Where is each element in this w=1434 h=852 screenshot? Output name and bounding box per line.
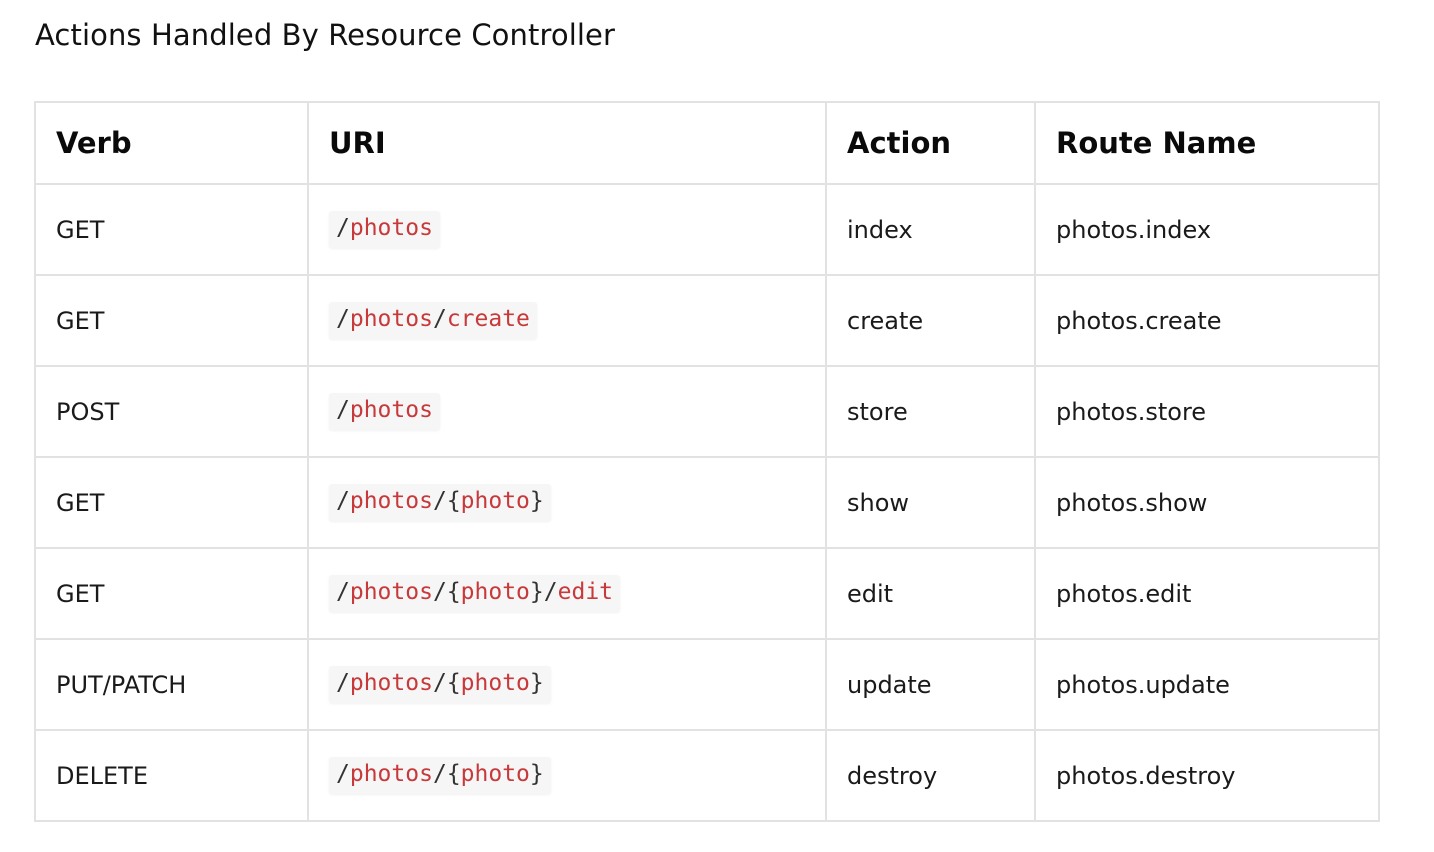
cell-action: edit [825,547,1036,640]
uri-separator: { [446,488,461,515]
cell-verb: GET [34,274,309,367]
table-row: GET /photos/create create photos.create [34,274,1380,367]
table-row: POST /photos store photos.store [34,365,1380,458]
uri-segment: edit [557,579,614,606]
uri-separator: { [446,579,461,606]
header-action: Action [825,101,1036,185]
cell-verb: GET [34,547,309,640]
uri-separator: / [432,670,447,697]
uri-separator: } [529,579,544,606]
uri-separator: / [336,579,350,606]
cell-uri: /photos/{photo} [307,456,827,549]
cell-action: destroy [825,729,1036,822]
cell-route-name: photos.destroy [1034,729,1380,822]
cell-action: show [825,456,1036,549]
cell-verb: GET [34,183,309,276]
cell-route-name: photos.index [1034,183,1380,276]
uri-separator: } [529,670,544,697]
header-route-name: Route Name [1034,101,1380,185]
cell-action: update [825,638,1036,731]
uri-segment: photo [460,670,530,697]
uri-code: /photos/create [329,302,537,339]
uri-segment: photos [349,761,433,788]
uri-separator: } [529,488,544,515]
table-row: DELETE /photos/{photo} destroy photos.de… [34,729,1380,822]
uri-segment: photos [349,397,433,424]
uri-code: /photos/{photo} [329,666,551,703]
uri-segment: photo [460,579,530,606]
table-row: PUT/PATCH /photos/{photo} update photos.… [34,638,1380,731]
uri-separator: / [432,488,447,515]
uri-separator: { [446,761,461,788]
header-verb: Verb [34,101,309,185]
uri-segment: create [446,306,530,333]
uri-code: /photos [329,211,440,248]
table-row: GET /photos/{photo} show photos.show [34,456,1380,549]
cell-route-name: photos.create [1034,274,1380,367]
header-uri: URI [307,101,827,185]
cell-route-name: photos.edit [1034,547,1380,640]
uri-code: /photos/{photo} [329,757,551,794]
cell-verb: POST [34,365,309,458]
cell-uri: /photos/{photo}/edit [307,547,827,640]
uri-separator: { [446,670,461,697]
cell-action: store [825,365,1036,458]
cell-verb: GET [34,456,309,549]
uri-separator: / [432,579,447,606]
uri-segment: photo [460,761,530,788]
table-row: GET /photos/{photo}/edit edit photos.edi… [34,547,1380,640]
table-row: GET /photos index photos.index [34,183,1380,276]
uri-separator: / [336,306,350,333]
uri-segment: photos [349,488,433,515]
uri-separator: / [336,215,350,242]
uri-segment: photos [349,215,433,242]
resource-actions-table: Verb URI Action Route Name GET /photos i… [34,101,1380,822]
cell-uri: /photos/create [307,274,827,367]
cell-route-name: photos.store [1034,365,1380,458]
uri-separator: } [529,761,544,788]
uri-code: /photos/{photo}/edit [329,575,621,612]
cell-route-name: photos.show [1034,456,1380,549]
uri-separator: / [336,397,350,424]
uri-separator: / [336,761,350,788]
table-header-row: Verb URI Action Route Name [34,101,1380,185]
cell-uri: /photos/{photo} [307,729,827,822]
uri-segment: photos [349,306,433,333]
cell-action: index [825,183,1036,276]
cell-uri: /photos [307,183,827,276]
uri-segment: photos [349,670,433,697]
cell-uri: /photos/{photo} [307,638,827,731]
uri-code: /photos [329,393,440,430]
uri-separator: / [432,761,447,788]
uri-segment: photo [460,488,530,515]
cell-action: create [825,274,1036,367]
uri-separator: / [543,579,558,606]
cell-route-name: photos.update [1034,638,1380,731]
uri-code: /photos/{photo} [329,484,551,521]
uri-separator: / [336,488,350,515]
page-title: Actions Handled By Resource Controller [35,18,615,52]
cell-verb: DELETE [34,729,309,822]
cell-verb: PUT/PATCH [34,638,309,731]
cell-uri: /photos [307,365,827,458]
uri-separator: / [336,670,350,697]
uri-separator: / [432,306,447,333]
uri-segment: photos [349,579,433,606]
